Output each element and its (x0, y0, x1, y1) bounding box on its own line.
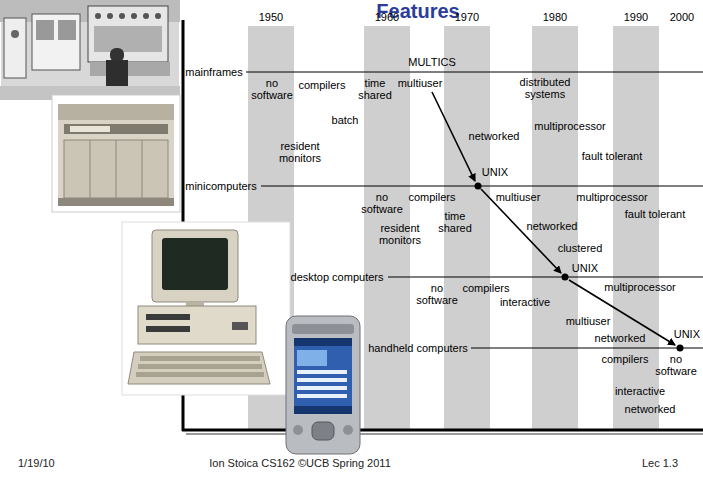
feature-label: multiprocessor (576, 191, 648, 203)
feature-label: distributed systems (520, 76, 571, 100)
footer-text: 1/19/10 (18, 457, 55, 469)
row-label: handheld computers (368, 342, 468, 354)
feature-label: networked (625, 403, 676, 415)
year-label: 1960 (375, 11, 399, 23)
footer-text: Ion Stoica CS162 ©UCB Spring 2011 (209, 457, 391, 469)
feature-label: multiprocessor (534, 120, 606, 132)
row-label: desktop computers (291, 271, 384, 283)
feature-label: compilers (298, 79, 345, 91)
feature-label: resident monitors (379, 222, 421, 246)
feature-label: compilers (408, 191, 455, 203)
feature-label: no software (416, 282, 458, 306)
feature-label: clustered (558, 242, 603, 254)
minicomputer-photo (52, 95, 180, 212)
year-label: 1990 (624, 11, 648, 23)
feature-label: networked (595, 332, 646, 344)
milestone-label: MULTICS (408, 56, 455, 68)
feature-label: multiuser (566, 315, 611, 327)
feature-label: fault tolerant (582, 150, 643, 162)
feature-label: multiuser (398, 77, 443, 89)
feature-label: compilers (601, 353, 648, 365)
milestone-label: UNIX (674, 328, 700, 340)
milestone-dots (475, 183, 684, 352)
feature-label: resident monitors (279, 140, 321, 164)
mainframe-photo (0, 0, 180, 100)
feature-label: interactive (615, 385, 665, 397)
feature-label: no software (655, 353, 697, 377)
feature-label: multiuser (496, 191, 541, 203)
desktop-pc-photo (122, 222, 290, 395)
handheld-photo (286, 316, 360, 454)
row-label: mainframes (185, 66, 242, 78)
feature-label: compilers (462, 282, 509, 294)
feature-label: networked (469, 130, 520, 142)
year-label: 2000 (670, 11, 694, 23)
feature-label: no software (251, 77, 293, 101)
feature-label: interactive (500, 296, 550, 308)
milestone-label: UNIX (482, 166, 508, 178)
feature-label: time shared (438, 210, 472, 234)
feature-label: fault tolerant (625, 208, 686, 220)
decade-bands (248, 26, 659, 429)
feature-label: no software (361, 191, 403, 215)
milestone-label: UNIX (572, 262, 598, 274)
row-lines (246, 72, 703, 348)
feature-label: multiprocessor (604, 281, 676, 293)
year-label: 1970 (455, 11, 479, 23)
feature-label: batch (332, 114, 359, 126)
row-label: minicomputers (185, 180, 257, 192)
footer-text: Lec 1.3 (642, 457, 678, 469)
year-label: 1980 (543, 11, 567, 23)
feature-label: time shared (358, 77, 392, 101)
feature-label: networked (527, 220, 578, 232)
year-label: 1950 (259, 11, 283, 23)
